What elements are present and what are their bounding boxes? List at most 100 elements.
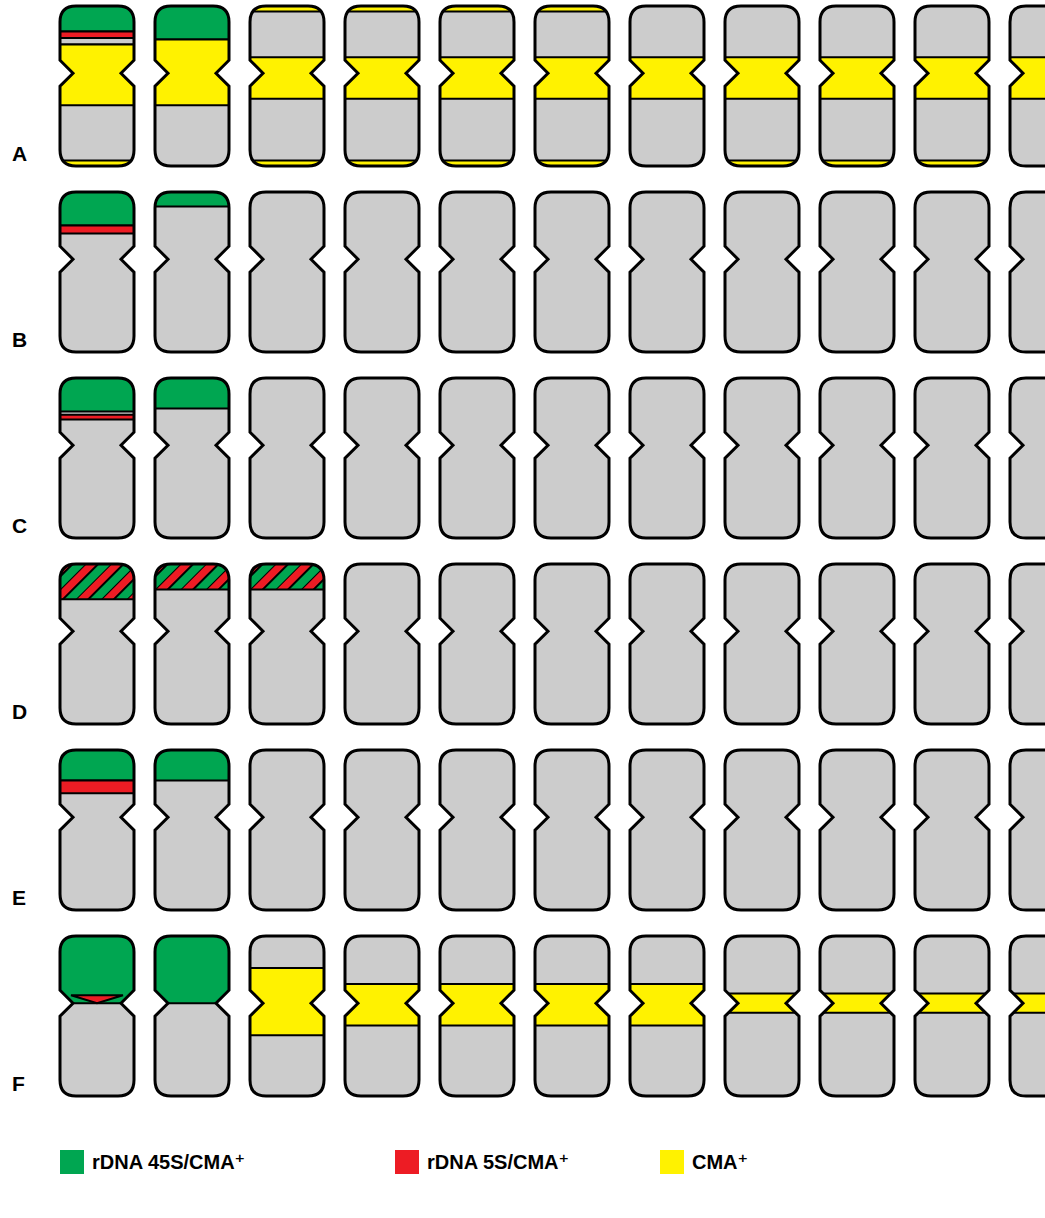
chromosome-body (915, 192, 989, 352)
band-edge (60, 37, 134, 39)
band (60, 415, 134, 420)
chromosome-outline (1010, 564, 1045, 724)
row-letter: F (12, 1072, 25, 1096)
band-edge (535, 98, 609, 100)
chromosome (820, 378, 894, 538)
chromosome-body (155, 564, 229, 724)
chromosome-body (535, 192, 609, 352)
band-edge (345, 983, 419, 985)
band (60, 378, 134, 412)
chromosome (250, 936, 324, 1096)
band (155, 6, 229, 40)
chromosome-outline (725, 6, 799, 166)
chromosome (915, 378, 989, 538)
chromosome-body (535, 6, 609, 166)
legend-swatch (660, 1150, 684, 1174)
band-edge (250, 589, 324, 591)
chromosome-outline (725, 378, 799, 538)
chromosome-body (630, 564, 704, 724)
legend-text: CMA⁺ (692, 1150, 748, 1174)
chromosome (725, 936, 799, 1096)
chromosome-outline (535, 378, 609, 538)
band-edge (60, 414, 134, 416)
band-edge (60, 37, 134, 39)
chromosome-body (250, 936, 324, 1096)
chromosome-outline (915, 192, 989, 352)
chromosome-outline (60, 192, 134, 352)
chromosome-outline (725, 564, 799, 724)
band-edge (155, 589, 229, 591)
chromosome-outline (535, 192, 609, 352)
legend-item: rDNA 45S/CMA⁺ (60, 1150, 245, 1174)
chromosome (820, 6, 894, 166)
band (345, 57, 419, 99)
band-edge (60, 159, 134, 161)
chromosome (60, 936, 134, 1096)
chromosome-body (820, 564, 894, 724)
band (630, 57, 704, 99)
chromosome-body (725, 564, 799, 724)
chromosome-outline (535, 750, 609, 910)
chromosome-body (1010, 6, 1045, 166)
band-edge (820, 56, 894, 58)
band-edge (820, 98, 894, 100)
chromosome (60, 192, 134, 352)
chromosome-body (630, 6, 704, 166)
band (155, 936, 229, 1003)
band (60, 750, 134, 780)
band-edge (60, 104, 134, 106)
band (725, 57, 799, 99)
band (535, 57, 609, 99)
band-edge (60, 225, 134, 227)
chromosome-body (60, 6, 134, 166)
chromosome-body (60, 564, 134, 724)
chromosome (535, 564, 609, 724)
chromosome (915, 936, 989, 1096)
legend-item: CMA⁺ (660, 1150, 748, 1174)
chromosome-body (725, 192, 799, 352)
row-letter: E (12, 886, 26, 910)
band (820, 57, 894, 99)
legend-swatch (395, 1150, 419, 1174)
chromosome-outline (725, 936, 799, 1096)
chromosome (820, 750, 894, 910)
band (155, 378, 229, 408)
band-edge (820, 159, 894, 161)
chromosome (250, 378, 324, 538)
chromosome-body (1010, 750, 1045, 910)
chromosome-outline (820, 750, 894, 910)
chromosome-outline (440, 378, 514, 538)
band-edge (630, 1025, 704, 1027)
chromosome (60, 564, 134, 724)
band-edge (155, 407, 229, 409)
chromosome (440, 6, 514, 166)
chromosome-body (630, 750, 704, 910)
chromosome-outline (820, 192, 894, 352)
chromosome-body (915, 564, 989, 724)
chromosome-body (535, 378, 609, 538)
chromosome-outline (440, 192, 514, 352)
chromosome-body (345, 378, 419, 538)
chromosome-body (440, 936, 514, 1096)
chromosome-body (820, 750, 894, 910)
band-edge (440, 56, 514, 58)
band (440, 57, 514, 99)
band-edge (725, 993, 799, 995)
band (60, 6, 134, 32)
chromosome-outline (820, 378, 894, 538)
legend-item: rDNA 5S/CMA⁺ (395, 1150, 569, 1174)
band (155, 750, 229, 780)
chromosome-outline (60, 378, 134, 538)
chromosome (915, 192, 989, 352)
chromosome-body (820, 378, 894, 538)
chromosome-body (440, 6, 514, 166)
chromosome-body (915, 6, 989, 166)
band-edge (440, 159, 514, 161)
chromosome-outline (60, 564, 134, 724)
chromosome-body (440, 192, 514, 352)
chromosome-body (155, 378, 229, 538)
chromosome (630, 750, 704, 910)
chromosome-outline (1010, 192, 1045, 352)
chromosome-outline (440, 936, 514, 1096)
chromosome (440, 192, 514, 352)
